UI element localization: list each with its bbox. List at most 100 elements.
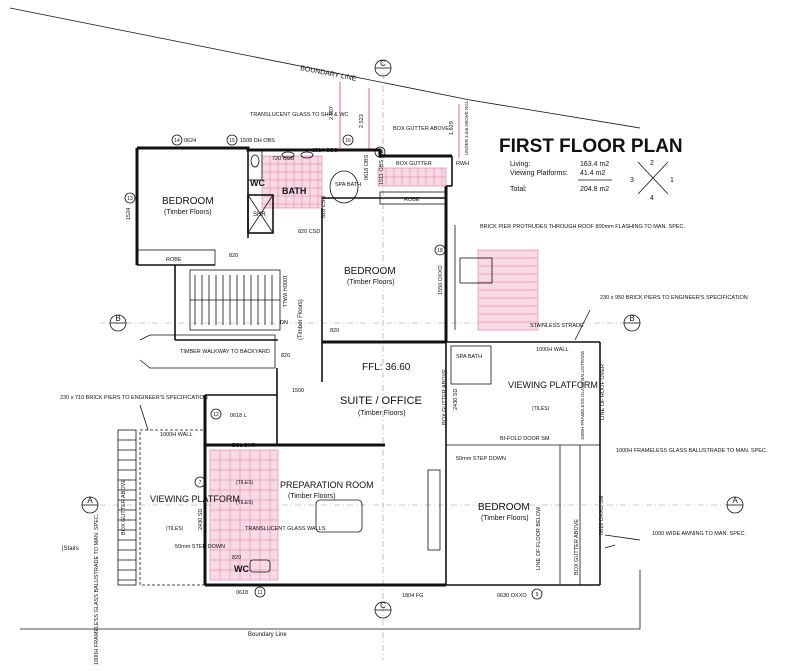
viewing-right-name: VIEWING PLATFORM xyxy=(508,380,598,390)
viewing-left-name: VIEWING PLATFORM xyxy=(150,494,240,504)
box-gutter-left-vert: BOX GUTTER ABOVE xyxy=(121,479,127,535)
grid-marker-c-top: C xyxy=(374,59,392,77)
sd-2430-a: 2430 SD xyxy=(453,389,459,410)
svg-text:9: 9 xyxy=(536,592,539,598)
window-tag-9: 9 xyxy=(531,588,543,600)
bath-label: BATH xyxy=(282,186,306,196)
prep-room-floor: (Timber Floors) xyxy=(288,493,336,500)
awning-note: 1000 WIDE AWNING TO MAN. SPEC. xyxy=(652,531,747,537)
rwh-label: RWH xyxy=(456,161,469,167)
spa-bath-right-label: SPA BATH xyxy=(456,354,482,360)
svg-text:13: 13 xyxy=(127,196,133,202)
sd-2430-b: 2430 SD xyxy=(198,509,204,530)
translucent-glass-note: TRANSLUCENT GLASS TO SHR & WC xyxy=(250,112,348,118)
toilet-fixture xyxy=(250,154,260,168)
svg-text:16: 16 xyxy=(345,138,351,144)
window-tag-11: 11 xyxy=(254,586,266,598)
door-820-d: 820 xyxy=(232,555,241,561)
area-schedule: Living: 163.4 m2 Viewing Platforms: 41.4… xyxy=(510,161,612,193)
wall-1000h-left: 1000H WALL xyxy=(160,432,193,438)
area-living-label: Living: xyxy=(510,161,530,168)
viewing-right-floor: (TILES) xyxy=(532,406,550,412)
brick-piers-left-note: 230 x 710 BRICK PIERS TO ENGINEER'S SPEC… xyxy=(60,395,208,401)
frameless-right-vertical: 1000H FRAMELESS GLASS BALUSTRADE xyxy=(580,351,585,440)
translucent-walls-note: TRANSLUCENT GLASS WALLS xyxy=(245,526,326,532)
sd-1550: 1550 OXXO xyxy=(438,265,444,295)
robe-right xyxy=(379,191,447,205)
boundary-dimensions xyxy=(339,82,460,158)
staircase xyxy=(189,269,281,331)
door-1500: 1500 xyxy=(292,388,304,394)
dn-label: DN xyxy=(280,320,288,326)
svg-text:C: C xyxy=(380,601,386,610)
island-bench xyxy=(315,499,363,533)
bifold-door-note: BI-FOLD DOOR SM xyxy=(500,436,550,442)
robe-left xyxy=(136,249,216,266)
step-down-left: 50mm STEP DOWN xyxy=(175,544,225,550)
stainless-strade-note: STAINLESS STRADE xyxy=(530,323,584,329)
timber-floors-vertical: (Timber Floors) xyxy=(298,299,304,340)
suite-office-name: SUITE / OFFICE xyxy=(340,395,422,407)
window-tag-12: 12 xyxy=(210,408,222,420)
box-gutter-right-vert-2: BOX GUTTER ABOVE xyxy=(574,519,580,575)
area-viewing-label: Viewing Platforms: xyxy=(510,170,568,177)
bedroom-1-floor: (Timber Floors) xyxy=(164,209,212,216)
tiles-label-1: (TILES) xyxy=(236,480,254,486)
window-1511: 1511 OBS SM xyxy=(379,150,385,185)
window-0624: 0624 xyxy=(184,138,196,144)
shower-box xyxy=(247,194,274,234)
svg-text:1: 1 xyxy=(670,177,674,184)
area-viewing-value: 41.4 m2 xyxy=(580,170,605,177)
suite-office-floor: (Timber Floors) xyxy=(358,410,406,417)
brick-piers-right-note: 230 x 950 BRICK PIERS TO ENGINEER'S SPEC… xyxy=(600,295,748,301)
svg-text:18: 18 xyxy=(437,248,443,254)
window-1514: 1514 OBS xyxy=(312,148,338,154)
svg-text:11: 11 xyxy=(257,590,262,596)
csd-720: 720 CSD xyxy=(272,156,294,162)
dim-under-note: UNDER 4.5m ABOVE NGL xyxy=(464,100,469,155)
wall-1000h-stair: 1000H WALL xyxy=(281,275,287,308)
plan-title: FIRST FLOOR PLAN xyxy=(499,136,683,157)
step-down-right: 50mm STEP DOWN xyxy=(456,456,506,462)
boundary-lines xyxy=(9,7,641,630)
grid-marker-a-right: A xyxy=(726,496,744,514)
area-total-label: Total: xyxy=(510,186,527,193)
bedroom-2-name: BEDROOM xyxy=(344,266,396,277)
grid-marker-b-left: B xyxy=(109,314,127,332)
tiles-label-2: (TILES) xyxy=(236,500,254,506)
robe-label-2: ROBE xyxy=(404,197,420,203)
kitchen-bench xyxy=(427,469,441,551)
box-gutter-right-vert: BOX GUTTER ABOVE xyxy=(442,369,448,425)
svg-text:3: 3 xyxy=(630,177,634,184)
window-tag-15: 15 xyxy=(226,134,238,146)
viewing-platform-left xyxy=(117,429,206,586)
dim-1929: 1.929 xyxy=(449,121,455,135)
bath-tile-grid xyxy=(209,155,539,581)
svg-text:2: 2 xyxy=(650,160,654,167)
window-1508: 1508 DH OBS xyxy=(240,138,275,144)
area-total-value: 204.8 m2 xyxy=(580,186,609,193)
dim-2507: 2.507 xyxy=(329,106,335,120)
grid-marker-a-left: A xyxy=(81,496,99,514)
wc-2-label: WC xyxy=(234,564,249,574)
dbl-shr-label: DBL SHR xyxy=(232,443,256,449)
window-0618L: 0618 L xyxy=(230,413,247,419)
orientation-compass: 2 1 3 4 xyxy=(630,160,674,202)
wall-1000h-right: 1000H WALL xyxy=(536,347,569,353)
svg-text:B: B xyxy=(629,314,634,323)
timber-walkway-arrow xyxy=(139,334,276,369)
bedroom-3-name: BEDROOM xyxy=(478,502,530,513)
dim-2523: 2.523 xyxy=(359,114,365,128)
frameless-note-right: 1000H FRAMELESS GLASS BALUSTRADE TO MAN.… xyxy=(616,448,768,454)
svg-text:4: 4 xyxy=(650,195,654,202)
svg-text:7: 7 xyxy=(199,480,202,486)
svg-text:A: A xyxy=(732,496,738,505)
frameless-note-bottom: 1000H FRAMELESS GLASS BALUSTRADE TO MAN.… xyxy=(94,513,100,665)
csd-820-b: 820 CSD xyxy=(298,229,320,235)
line-floor-below: LINE OF FLOOR BELOW xyxy=(536,506,542,570)
spa-bath-fixture xyxy=(329,170,359,204)
box-gutter-label: BOX GUTTER xyxy=(396,161,432,167)
deck-top-right xyxy=(454,225,493,330)
window-0618-obs: 0618 OBS xyxy=(364,154,370,180)
svg-text:C: C xyxy=(380,59,386,68)
